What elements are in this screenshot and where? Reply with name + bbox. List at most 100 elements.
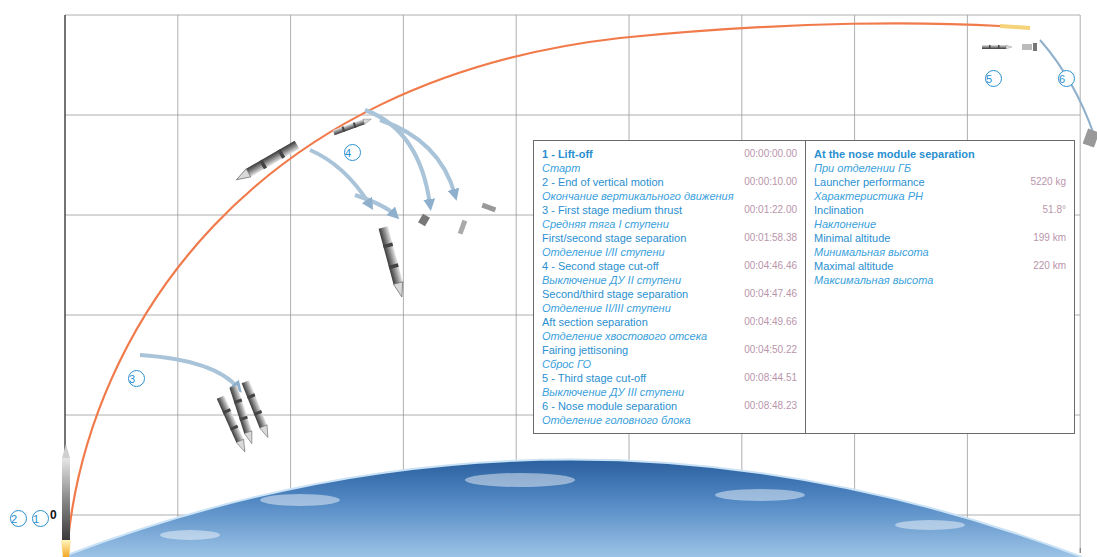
text-row: Minimal altitude 199 km (814, 231, 1066, 245)
liftoff-rocket (62, 444, 70, 458)
earth-clouds (260, 494, 340, 506)
grid (65, 115, 1080, 116)
text-row: 1 (33, 511, 48, 528)
event-name: Inclination (814, 203, 864, 217)
panel-heading-russian: При отделении ГБ (814, 161, 911, 175)
earth-atmosphere (62, 460, 1082, 557)
separation-arrows (355, 195, 395, 215)
text-row: First/second stage separation00:01:58.38 (542, 231, 797, 245)
callout-circle: 3 (128, 370, 145, 387)
grid (290, 15, 291, 548)
text-row: Fairing jettisoning00:04:50.22 (542, 343, 797, 357)
grid (177, 15, 178, 548)
callout-circle: 5 (985, 70, 1002, 87)
stage-separation (379, 226, 407, 298)
callout-circle: 6 (1058, 70, 1075, 87)
event-time: 51.8° (1043, 203, 1066, 217)
upper-stage (982, 43, 1037, 51)
text-row: Выключение ДУ II ступени (542, 273, 797, 287)
separation-arrows (365, 110, 430, 205)
event-name: 5 - Third stage cut-off (542, 371, 646, 385)
separation-arrows (140, 355, 238, 388)
event-name: 3 - First stage medium thrust (542, 203, 682, 217)
text-row: 6 - Nose module separation 00:08:48.23 (542, 399, 797, 413)
boosters (217, 395, 249, 453)
event-name: Launcher performance (814, 175, 925, 189)
info-panel: At the nose module separationПри отделен… (805, 140, 1075, 434)
callout-circle: 1 (32, 510, 49, 527)
grid (1080, 548, 1081, 553)
earth-clouds (895, 520, 965, 530)
earth (62, 460, 1082, 557)
panel-heading: At the nose module separation (814, 147, 975, 161)
separation-arrows (140, 110, 455, 388)
stage-separation (234, 141, 299, 184)
text-row: Отделение хвостового отсека (542, 329, 797, 343)
event-name-russian: Отделение I/II ступени (542, 245, 665, 259)
earth-clouds (465, 473, 575, 487)
info-panel: 1 - Lift-off 00:00:00.00Старт2 - End of v… (533, 140, 806, 434)
text-row: Наклонение (814, 217, 1066, 231)
callout-number: 2 (11, 511, 17, 528)
event-time: 00:00:10.00 (744, 175, 797, 189)
event-time: 00:04:49.66 (744, 315, 797, 329)
text-row: At the nose module separation (814, 147, 1066, 161)
event-name: Maximal altitude (814, 259, 893, 273)
boosters (242, 380, 272, 439)
text-row: Отделение I/II ступени (542, 245, 797, 259)
event-name-russian: Окончание вертикального движения (542, 189, 734, 203)
event-time: 00:08:48.23 (744, 399, 797, 413)
event-name-russian: Старт (542, 161, 580, 175)
text-row: При отделении ГБ (814, 161, 1066, 175)
stage-separation (481, 203, 496, 212)
event-time: 00:01:58.38 (744, 231, 797, 245)
event-name: Minimal altitude (814, 231, 890, 245)
text-row: Выключение ДУ III ступени (542, 385, 797, 399)
text-row: 3 (129, 371, 144, 388)
grid (65, 15, 1080, 16)
text-row: Отделение головного блока (542, 413, 797, 427)
event-name: Second/third stage separation (542, 287, 688, 301)
event-time: 00:00:00.00 (744, 147, 797, 161)
event-name-russian: Характеристика РН (814, 189, 923, 203)
text-row: 4 (345, 145, 360, 162)
axis-label: 0 (50, 508, 57, 522)
event-name-russian: Выключение ДУ II ступени (542, 273, 681, 287)
event-name-russian: Максимальная высота (814, 273, 933, 287)
event-name: 6 - Nose module separation (542, 399, 677, 413)
text-row: Maximal altitude220 km (814, 259, 1066, 273)
text-row: Отделение II/III ступени (542, 301, 797, 315)
event-name: 1 - Lift-off (542, 147, 593, 161)
text-row: 6 (1059, 71, 1074, 88)
event-time: 199 km (1033, 231, 1066, 245)
callout-number: 5 (986, 71, 992, 88)
stage-separation (458, 220, 467, 235)
text-row: 5 - Third stage cut-off00:08:44.51 (542, 371, 797, 385)
stage-separation (234, 117, 496, 299)
event-name-russian: Сброс ГО (542, 357, 591, 371)
text-row: 5 (986, 71, 1001, 88)
liftoff-rocket (62, 458, 70, 540)
payload-path (1040, 40, 1094, 135)
event-time: 5220 kg (1030, 175, 1066, 189)
liftoff-rocket (61, 540, 71, 557)
event-name-russian: Отделение хвостового отсека (542, 329, 707, 343)
text-row: 2 (11, 511, 26, 528)
callout-number: 3 (129, 371, 135, 388)
event-name-russian: Средняя тяга I ступени (542, 217, 669, 231)
event-time: 00:04:47.46 (744, 287, 797, 301)
callout-number: 1 (33, 511, 39, 528)
event-name-russian: Выключение ДУ III ступени (542, 385, 684, 399)
text-row: 1 - Lift-off 00:00:00.00 (542, 147, 797, 161)
text-row: Сброс ГО (542, 357, 797, 371)
event-name: Fairing jettisoning (542, 343, 628, 357)
spacecraft (1083, 128, 1097, 147)
text-row: 2 - End of vertical motion00:00:10.00 (542, 175, 797, 189)
text-row: 4 - Second stage cut-off00:04:46.46 (542, 259, 797, 273)
earth-clouds (160, 530, 220, 540)
stage-separation (333, 117, 372, 136)
callout-number: 4 (345, 145, 351, 162)
text-row: 3 - First stage medium thrust00:01:22.00 (542, 203, 797, 217)
event-name-russian: Отделение II/III ступени (542, 301, 671, 315)
